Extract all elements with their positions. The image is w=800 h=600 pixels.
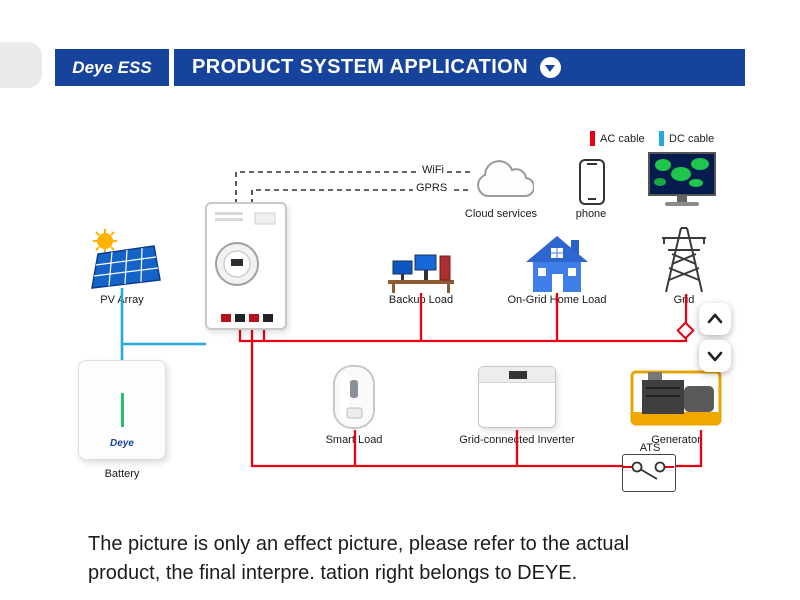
chevron-up-icon — [707, 313, 723, 324]
deye-logo-text: Deye ESS — [72, 57, 152, 77]
world-map-monitor-icon — [648, 152, 716, 206]
phone-icon — [579, 159, 605, 205]
background-artifact — [0, 42, 42, 88]
battery-led-icon — [121, 393, 124, 427]
banner-title-bar: PRODUCT SYSTEM APPLICATION — [174, 49, 745, 86]
ongrid-home-load-label: On-Grid Home Load — [507, 294, 607, 306]
chevron-down-badge-icon — [539, 57, 561, 78]
home-load-icon — [526, 236, 588, 292]
battery-unit: Deye — [78, 360, 166, 460]
wifi-label: WiFi — [419, 164, 447, 176]
ats-terminals-icon — [623, 461, 674, 480]
dc-cable-label: DC cable — [669, 133, 715, 145]
scroll-up-button[interactable] — [699, 303, 731, 335]
battery-label: Battery — [104, 468, 140, 480]
smart-load-label: Smart Load — [325, 434, 383, 446]
chevron-down-icon — [707, 351, 723, 362]
disclaimer-line1: The picture is only an effect picture, p… — [88, 533, 630, 555]
battery-brand-text: Deye — [110, 438, 134, 449]
smart-load-icon — [333, 365, 375, 429]
grid-connected-inverter-label: Grid-connected Inverter — [459, 434, 575, 446]
gci-display-icon — [509, 371, 527, 379]
ac-cable-swatch — [590, 131, 595, 146]
disclaimer-line2: product, the final interpre. tation righ… — [88, 562, 578, 584]
grid-tower-icon — [662, 227, 706, 292]
cloud-icon — [477, 160, 534, 198]
ats-label: ATS — [639, 442, 661, 454]
ac-cable-label: AC cable — [600, 133, 645, 145]
pv-array-icon — [91, 229, 161, 289]
backup-load-icon — [388, 254, 454, 293]
hybrid-inverter — [205, 202, 287, 330]
gprs-label: GPRS — [413, 182, 451, 194]
grid-connected-inverter-unit — [478, 366, 556, 428]
ac-breaker-icon — [676, 321, 695, 340]
page-title: PRODUCT SYSTEM APPLICATION — [192, 56, 528, 78]
generator-icon — [630, 370, 722, 426]
deye-logo: Deye ESS — [55, 49, 169, 86]
phone-label: phone — [575, 208, 607, 220]
inverter-face-icon — [215, 212, 276, 322]
pv-array-label: PV Array — [100, 294, 144, 306]
disclaimer-text: The picture is only an effect picture, p… — [88, 530, 748, 588]
ats-unit — [622, 454, 676, 492]
dc-cable-swatch — [659, 131, 664, 146]
cloud-services-label: Cloud services — [464, 208, 538, 220]
backup-load-label: Backup Load — [388, 294, 454, 306]
scroll-down-button[interactable] — [699, 340, 731, 372]
